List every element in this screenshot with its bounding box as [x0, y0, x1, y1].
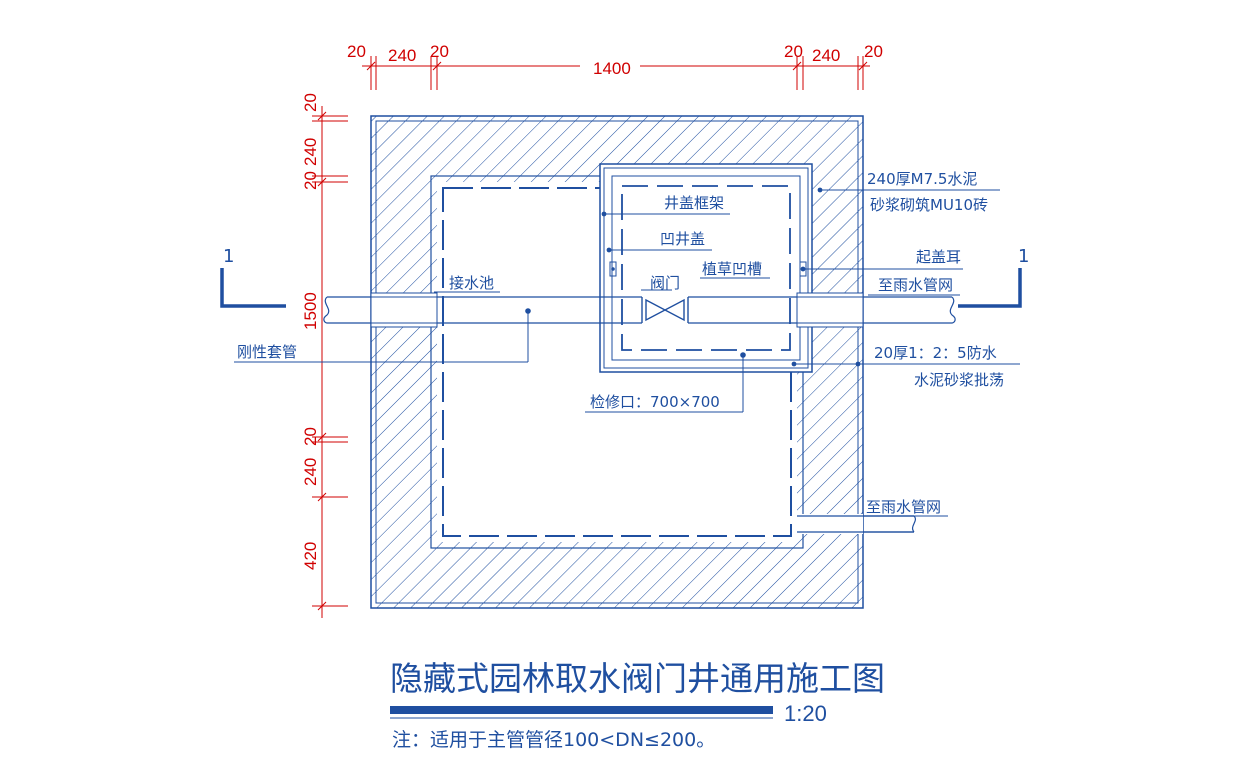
- svg-text:1: 1: [1018, 246, 1029, 267]
- rigid-sleeve-label: 刚性套管: [237, 343, 297, 361]
- lift-ear-left: [609, 261, 617, 277]
- dim-top-2: 240: [388, 46, 416, 65]
- waterproof-line2: 水泥砂浆批荡: [914, 371, 1004, 389]
- dim-left-3: 20: [301, 171, 320, 190]
- dim-top-7: 20: [864, 42, 883, 61]
- annotations: 240厚M7.5水泥 砂浆砌筑MU10砖 井盖框架 凹井盖 起盖耳 至雨水管网 …: [237, 170, 1004, 516]
- to-rain-network-label-1: 至雨水管网: [878, 276, 953, 294]
- dim-left-7: 420: [301, 542, 320, 570]
- section-mark-right: 1: [958, 246, 1029, 308]
- drawing-scale: 1:20: [784, 701, 827, 726]
- to-rain-network-label-2: 至雨水管网: [866, 498, 941, 516]
- rigid-sleeve-right: [796, 292, 864, 328]
- dim-top-6: 240: [812, 46, 840, 65]
- cover-frame: [599, 163, 813, 373]
- lift-ear-label: 起盖耳: [916, 248, 961, 266]
- svg-text:1: 1: [223, 246, 234, 267]
- valve-label: 阀门: [650, 274, 680, 292]
- dim-left-2: 240: [301, 138, 320, 166]
- concave-cover-label: 凹井盖: [660, 230, 705, 248]
- wall-spec-line1: 240厚M7.5水泥: [867, 170, 977, 188]
- leader-lines: [234, 189, 1020, 517]
- title-block: 隐藏式园林取水阀门井通用施工图 1:20 注：适用于主管管径100<DN≤200…: [390, 659, 885, 751]
- planting-groove-dashed: [621, 185, 791, 351]
- cover-frame-label: 井盖框架: [664, 194, 724, 212]
- planting-groove-label: 植草凹槽: [702, 260, 762, 278]
- valve-symbol: [641, 297, 689, 323]
- dim-top-5: 20: [784, 42, 803, 61]
- sump-label: 接水池: [449, 274, 494, 292]
- waterproof-line1: 20厚1：2：5防水: [874, 344, 997, 362]
- dim-top-4: 1400: [593, 59, 631, 78]
- drawing-title: 隐藏式园林取水阀门井通用施工图: [390, 659, 885, 698]
- leader-dots: [525, 187, 861, 367]
- wall-spec-line2: 砂浆砌筑MU10砖: [870, 196, 988, 214]
- dim-left-5: 20: [301, 427, 320, 446]
- dim-left-4: 1500: [301, 292, 320, 330]
- dim-left-6: 240: [301, 458, 320, 486]
- access-opening-label: 检修口：700×700: [590, 393, 720, 411]
- section-mark-left: 1: [220, 246, 286, 308]
- dim-top-1: 20: [347, 42, 366, 61]
- top-dimension-texts: 20 240 20 1400 20 240 20: [347, 42, 883, 78]
- dim-left-1: 20: [301, 93, 320, 112]
- left-dimension-texts: 20 240 20 1500 20 240 420: [301, 93, 320, 570]
- title-underline-thick: [390, 706, 773, 714]
- drawing-note: 注：适用于主管管径100<DN≤200。: [392, 729, 715, 751]
- rigid-sleeve-left: [370, 292, 438, 328]
- dim-top-3: 20: [430, 42, 449, 61]
